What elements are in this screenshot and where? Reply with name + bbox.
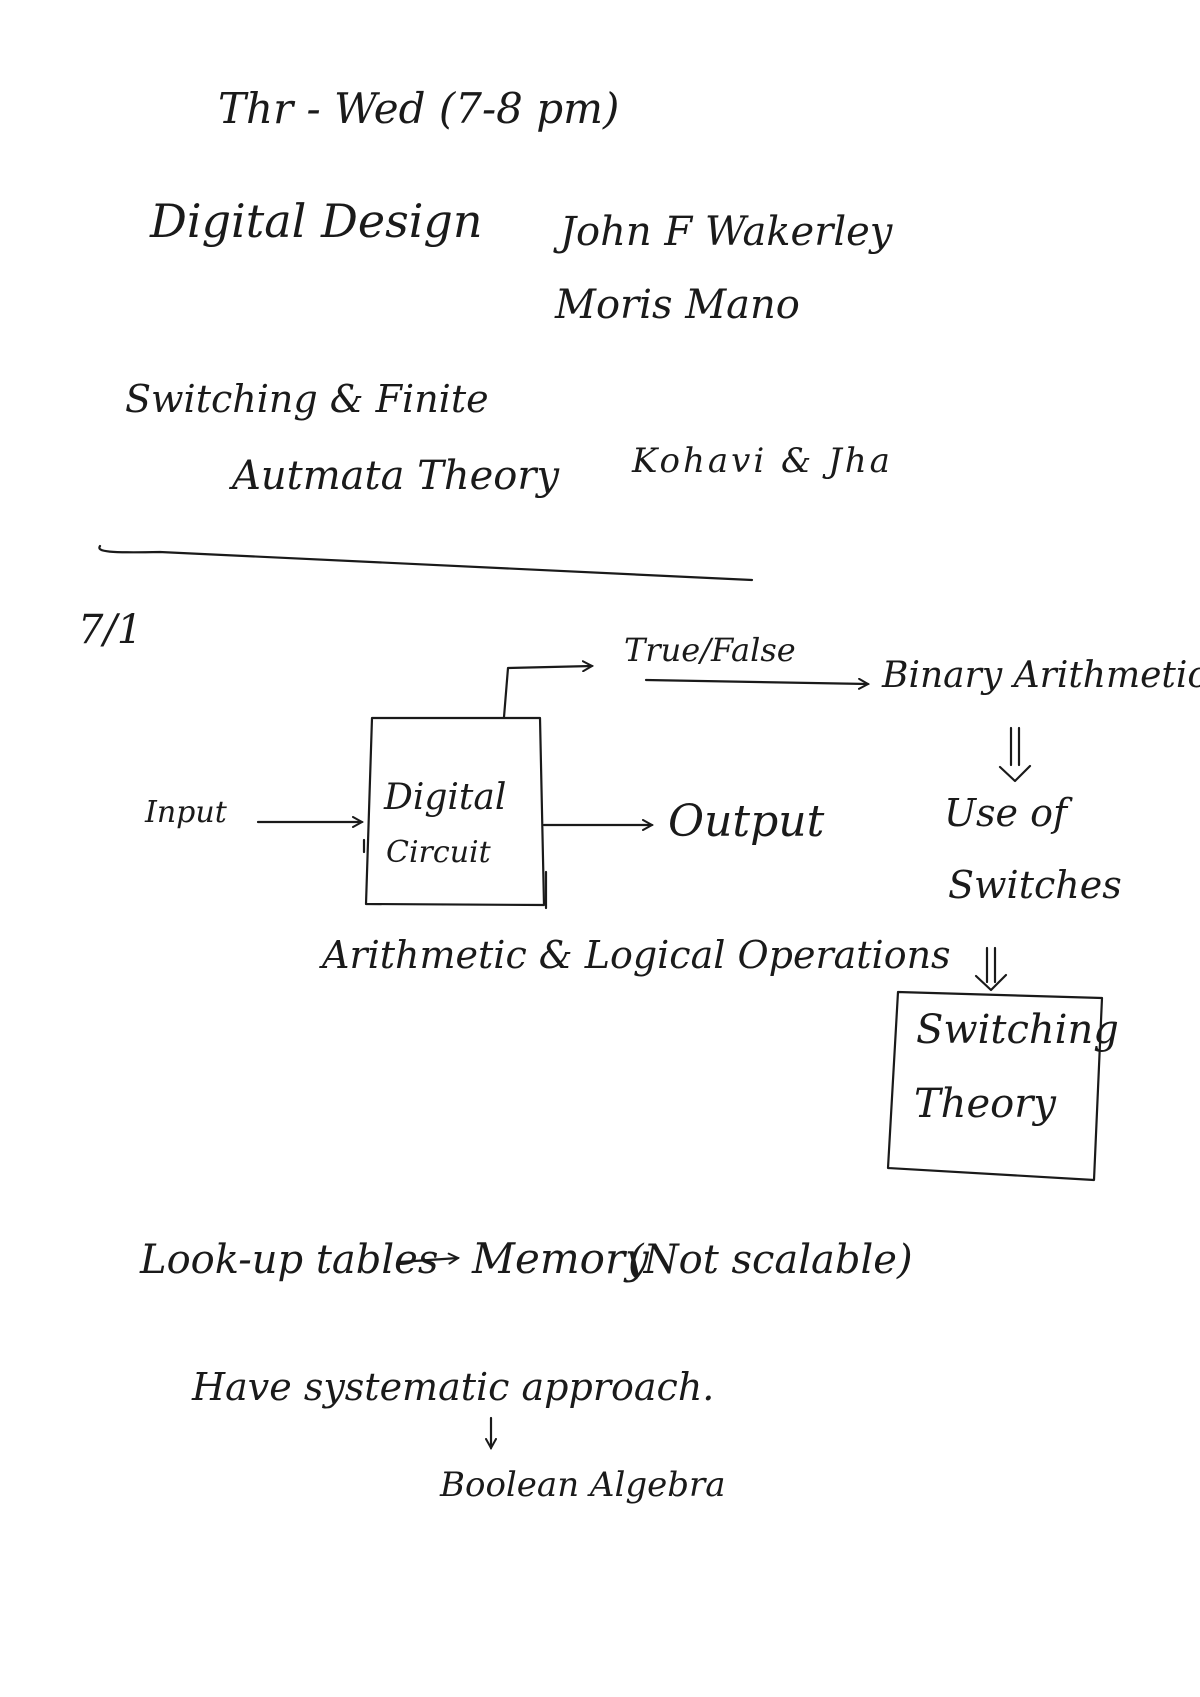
book-title-switching-line1: Switching & Finite	[125, 377, 489, 421]
diagram-binary-label: Binary Arithmetic	[882, 655, 1200, 696]
true-false-arrow	[502, 666, 592, 719]
note-memory: Memory	[472, 1234, 649, 1283]
schedule-text: Thr - Wed (7-8 pm)	[218, 84, 620, 133]
note-systematic-approach: Have systematic approach.	[192, 1365, 715, 1409]
double-arrow-switches-shaft	[1009, 726, 1021, 767]
diagram-switches-line2: Switches	[948, 863, 1122, 907]
book-title-digital-design: Digital Design	[150, 194, 483, 248]
double-arrow-theory-head	[974, 973, 1008, 992]
diagram-theory-line2: Theory	[914, 1081, 1056, 1127]
memory-arrow	[398, 1258, 458, 1262]
double-arrow-switches-head	[998, 764, 1032, 783]
section-divider	[98, 544, 754, 582]
note-lookup-tables: Look-up tables	[140, 1237, 439, 1283]
book-author-kohavi-jha: Kohavi & Jha	[632, 441, 893, 481]
diagram-input-label: Input	[145, 795, 227, 830]
note-boolean-algebra: Boolean Algebra	[440, 1465, 726, 1505]
binary-arrow	[644, 680, 868, 684]
diagram-output-label: Output	[668, 796, 825, 847]
diagram-box-line2: Circuit	[386, 835, 491, 870]
diagram-operations-label: Arithmetic & Logical Operations	[322, 933, 951, 977]
diagram-box-line1: Digital	[384, 777, 507, 818]
book-author-mano: Moris Mano	[555, 282, 800, 328]
diagram-true-false-label: True/False	[624, 631, 796, 669]
book-author-wakerley: John F Wakerley	[560, 209, 893, 255]
diagram-theory-line1: Switching	[916, 1007, 1119, 1053]
lecture-date: 7/1	[78, 607, 143, 653]
book-title-switching-line2: Autmata Theory	[232, 453, 560, 499]
digital-circuit-box	[364, 716, 546, 907]
note-not-scalable: (Not scalable)	[628, 1237, 913, 1283]
diagram-switches-line1: Use of	[944, 791, 1068, 835]
switching-theory-box	[886, 990, 1104, 1182]
double-arrow-theory-shaft	[985, 946, 997, 984]
